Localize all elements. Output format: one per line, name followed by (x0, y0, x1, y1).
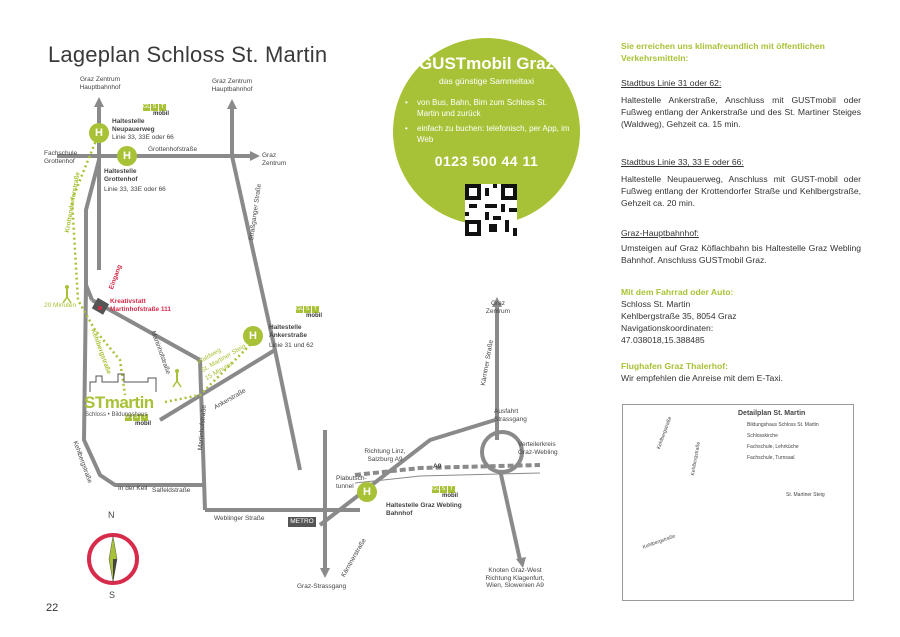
castle-logo-icon (89, 373, 157, 392)
stop-h-label: H (249, 330, 257, 342)
road-ankerstrasse (158, 348, 277, 422)
gustmobil-bullets: von Bus, Bahn, Bim zum Schloss St. Marti… (405, 97, 570, 149)
label-richtung-linz: Richtung Linz, Salzburg A9 (364, 448, 406, 463)
detail-label: St. Martiner Steig (786, 492, 825, 498)
qr-code-icon (465, 184, 517, 236)
detail-plan-box (622, 404, 854, 601)
stop-webling-name: Haltestelle Graz Webling Bahnhof (386, 502, 462, 517)
label-walk-time: 20 Minuten (44, 302, 77, 309)
detail-legend-item: Bildungshaus Schloss St. Martin (747, 422, 819, 428)
info-block-text: Haltestelle Ankerstraße, Anschluss mit G… (621, 95, 861, 129)
compass-n: N (108, 510, 115, 520)
stop-grottenhof-icon (117, 146, 137, 166)
stop-anker-name: Haltestelle Ankerstraße (269, 324, 307, 339)
info-block-text: Haltestelle Neupauerweg, Anschluss mit G… (621, 174, 861, 208)
label-graz-hbf: Graz Zentrum Hauptbahnhof (79, 76, 121, 91)
detail-legend-item: Fachschule, Turnsaal (747, 455, 795, 461)
label-graz-zentrum: Graz Zentrum (485, 300, 511, 315)
road-strassganger (230, 155, 302, 471)
walk-path-krottendorfer (70, 132, 127, 396)
label-knoten-graz-west: Knoten Graz-West Richtung Klagenfurt, Wi… (485, 567, 545, 589)
info-block-bus-33: Stadtbus Linie 33, 33 E oder 66: Haltest… (621, 156, 861, 209)
label-kreativstatt: Kreativstatt (110, 298, 146, 305)
gustmobil-subtitle: das günstige Sammeltaxi (439, 76, 534, 86)
hiker-icon-2 (172, 369, 182, 388)
stop-webling-icon (357, 482, 377, 502)
label-graz-strassgang: Graz-Strassgang (297, 583, 347, 590)
detail-plan-title: Detailplan St. Martin (738, 410, 806, 417)
stop-neupauerweg-lines: Linie 33, 33E oder 66 (112, 134, 174, 141)
hiker-icon (62, 285, 72, 304)
stop-h-label: H (363, 486, 371, 498)
info-block-airport: Flughafen Graz Thalerhof: Wir empfehlen … (621, 361, 783, 383)
label-weblinger-strasse: Weblinger Straße (214, 515, 265, 522)
compass-s: S (109, 590, 116, 600)
info-block-hbf: Graz-Hauptbahnhof: Umsteigen auf Graz Kö… (621, 227, 861, 266)
info-block-title: Stadtbus Linie 31 oder 62: (621, 78, 722, 88)
label-graz-hbf: Graz Zentrum Hauptbahnhof (211, 78, 253, 93)
detail-legend-item: Fachschule, Lehrküche (747, 444, 799, 450)
metro-sign: METRO (288, 517, 316, 527)
page-number: 22 (46, 602, 59, 614)
road-martinhofstrasse-upper (91, 298, 201, 362)
stop-h-label: H (123, 150, 131, 162)
verteilerkreis (480, 430, 524, 474)
gustmobil-phone: 0123 500 44 11 (434, 153, 539, 169)
label-grottenhofstrasse: Grottenhofstraße (148, 146, 198, 153)
label-fachschule: Fachschule Grottenhof (44, 150, 78, 165)
label-a9: A9 (433, 463, 442, 470)
info-block-car: Mit dem Fahrrad oder Auto: Schloss St. M… (621, 287, 737, 345)
st-martin-logo-sub: Schloss • Bildungshaus (85, 412, 148, 418)
page-title: Lageplan Schloss St. Martin (48, 42, 328, 67)
label-in-der-kell: In der Kell (118, 485, 148, 492)
walk-path-waldweg (164, 339, 256, 404)
road-kaerntner (318, 418, 496, 527)
label-salfeldstrasse: Salfeldstraße (152, 487, 191, 494)
info-block-title: Graz-Hauptbahnhof: (621, 228, 699, 238)
label-ausfahrt: Ausfahrt Strassgang (494, 408, 527, 423)
motorway-a9 (354, 463, 541, 477)
road-a9-south (498, 469, 522, 561)
info-heading: Sie erreichen uns klimafreundlich mit öf… (621, 41, 825, 63)
road-krottendorfer (84, 159, 101, 301)
info-block-bus-31: Stadtbus Linie 31 oder 62: Haltestelle A… (621, 77, 861, 130)
gustmobil-bullet: von Bus, Bahn, Bim zum Schloss St. Marti… (405, 97, 570, 119)
detail-legend-item: Schlosskirche (747, 433, 778, 439)
stop-neupauerweg-icon (89, 123, 109, 143)
stop-h-label: H (95, 127, 103, 139)
road-kehlberg-salfeld (81, 284, 205, 487)
label-kreativstatt-address: Martinhofstraße 111 (110, 306, 172, 313)
info-block-title: Stadtbus Linie 33, 33 E oder 66: (621, 157, 744, 167)
gustmobil-bullet: einfach zu buchen: telefonisch, per App,… (405, 123, 570, 145)
stop-neupauerweg-name: Haltestelle Neupauerweg (112, 118, 155, 133)
stop-anker-lines: Linie 31 und 62 (269, 342, 314, 349)
st-martin-logo: STmartin (84, 393, 154, 412)
stop-grottenhof-lines: Linie 33, 33E oder 66 (104, 186, 166, 193)
label-plabutsch: Plabutsch-tunnel (336, 475, 367, 490)
stop-ankerstrasse-icon (243, 326, 263, 346)
label-graz-zentrum: Graz Zentrum (262, 152, 287, 167)
compass-icon (87, 533, 139, 585)
gustmobil-title: GUSTmobil Graz (418, 54, 555, 73)
label-verteilerkreis: Verteilerkreis Graz-Webling (518, 441, 558, 456)
stop-grottenhof-name: Haltestelle Grottenhof (104, 168, 138, 183)
info-block-text: Umsteigen auf Graz Köflachbahn bis Halte… (621, 243, 861, 265)
